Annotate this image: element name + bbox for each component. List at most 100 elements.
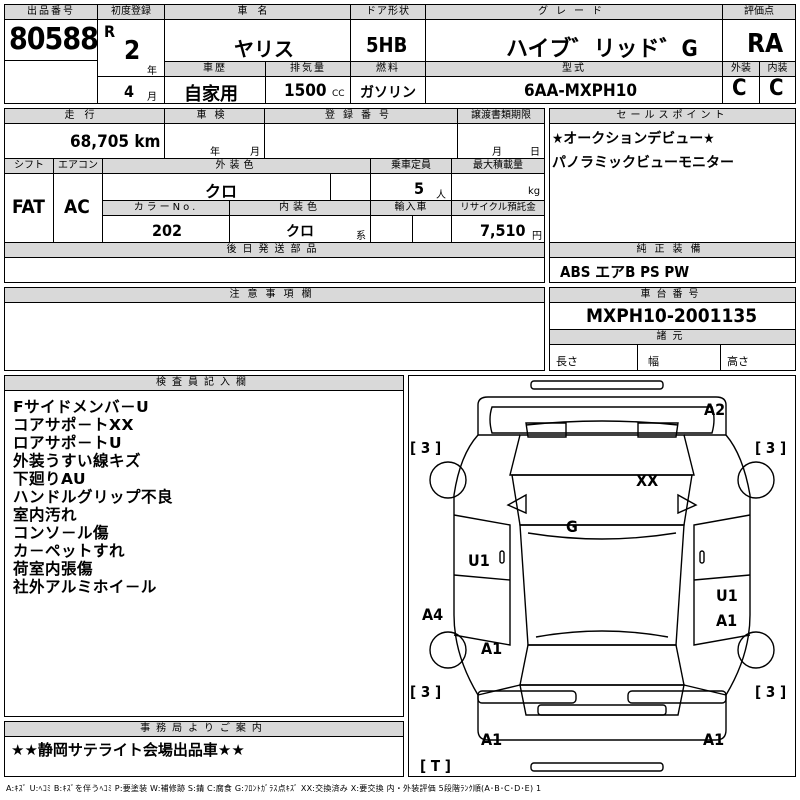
tire-tr: [ 3 ] <box>755 439 787 457</box>
mark-a1-bottom-left: A1 <box>481 730 503 749</box>
inspector-line: Fサイドメンバ－U <box>13 398 150 416</box>
tire-tl: [ 3 ] <box>410 439 442 457</box>
displacement-unit: CC <box>332 89 345 99</box>
inspector-line: 下廻りAU <box>13 470 87 488</box>
mark-a1-bottom-right: A1 <box>703 730 725 749</box>
length-label: 長さ <box>556 355 578 368</box>
mileage-label: 走行 <box>5 109 164 124</box>
office-block: 事務局よりご案内 ★★静岡サテライト会場出品車★★ <box>4 721 404 777</box>
width-label: 幅 <box>648 355 659 368</box>
score: RA <box>747 29 784 59</box>
inspector-block: 検査員記入欄 Fサイドメンバ－U コアサポ－トXX ロアサポ－トU 外装うすい線… <box>4 375 404 717</box>
recycle: 7,510 <box>480 221 526 240</box>
mark-g: G <box>566 517 578 536</box>
header-block <box>4 4 796 104</box>
transfer-month-unit: 月 <box>492 147 502 158</box>
mark-a1-left-mid: A1 <box>481 639 503 658</box>
ac-label: エアコン <box>54 159 102 174</box>
inspection-label: 車検 <box>165 109 264 124</box>
era: R <box>104 22 116 41</box>
history: 自家用 <box>184 84 238 105</box>
interior-label: 内装 <box>760 62 795 77</box>
model-label: 型式 <box>426 62 722 77</box>
model: 6AA-MXPH10 <box>524 81 637 101</box>
inspector-line: 荷室内張傷 <box>13 560 94 578</box>
transfer-day-unit: 日 <box>530 147 540 158</box>
reg-month-unit: 月 <box>147 92 157 103</box>
inspector-line: ハンドルグリップ不良 <box>13 488 174 506</box>
ac: AC <box>64 196 90 218</box>
door-label: ドア形状 <box>351 5 425 20</box>
reg-year-unit: 年 <box>147 66 157 77</box>
tire-bl: [ 3 ] <box>410 683 442 701</box>
grade-label: グレード <box>426 5 722 20</box>
capacity-label: 乗車定員 <box>371 159 451 174</box>
score-label: 評価点 <box>723 5 795 20</box>
selling-point-2: パノラミックビューモニター <box>552 155 734 171</box>
reg-year: 2 <box>124 36 141 66</box>
caution-block <box>4 287 545 371</box>
registration-label: 登録番号 <box>265 109 457 124</box>
lot-label: 出品番号 <box>5 5 97 20</box>
displacement: 1500 <box>284 81 327 101</box>
max-load-unit: kg <box>528 186 541 197</box>
mark-u1-right: U1 <box>716 586 738 605</box>
color: クロ <box>205 182 238 201</box>
capacity: 5 <box>414 179 425 198</box>
fuel-label: 燃料 <box>351 62 425 77</box>
chassis-label: 車台番号 <box>550 288 795 303</box>
office-label: 事務局よりご案内 <box>5 722 403 737</box>
interior-color: クロ <box>286 224 314 240</box>
inspector-line: 外装うすい線キズ <box>13 452 142 470</box>
selling-points-block <box>549 108 796 283</box>
shift: FAT <box>12 196 45 218</box>
inspector-line: 社外アルミホイ－ル <box>13 578 157 596</box>
genuine-equipment: ABS エアB PS PW <box>560 263 690 281</box>
fuel: ガソリン <box>360 85 416 101</box>
inspection-month-unit: 月 <box>250 147 260 158</box>
mark-xx: XX <box>636 471 659 490</box>
color-label: 外装色 <box>103 159 370 174</box>
import-label: 輸入車 <box>371 201 451 216</box>
shift-label: シフト <box>5 159 53 174</box>
details-block <box>4 108 545 283</box>
first-reg-label: 初度登録 <box>98 5 164 20</box>
mark-a2: A2 <box>704 400 726 419</box>
legend: A:ｷｽﾞ U:ﾍｺﾐ B:ｷｽﾞを伴うﾍｺﾐ P:要塗装 W:補修跡 S:錆 … <box>6 784 542 793</box>
interior-grade: C <box>769 76 784 101</box>
lot-number: 80588 <box>9 22 99 57</box>
car-diagram <box>429 380 775 772</box>
exterior-grade: C <box>732 76 747 101</box>
car-name: ヤリス <box>234 37 294 61</box>
max-load-label: 最大積載量 <box>452 159 544 174</box>
exterior-label: 外装 <box>723 62 759 77</box>
car-name-label: 車名 <box>165 5 350 20</box>
reg-month: 4 <box>124 82 135 101</box>
recycle-label: リサイクル預託金 <box>452 201 544 216</box>
history-label: 車歴 <box>165 62 265 77</box>
inspector-line: コンソ－ル傷 <box>13 524 110 542</box>
inspector-label: 検査員記入欄 <box>5 376 403 391</box>
office-text: ★★静岡サテライト会場出品車★★ <box>11 741 245 759</box>
color-no-label: カラーNo. <box>103 201 229 216</box>
grade: ハイブ゛リッド゛G <box>506 37 698 62</box>
tire-br: [ 3 ] <box>755 683 787 701</box>
mark-a4: A4 <box>422 605 444 624</box>
selling-points-label: セールスポイント <box>550 109 795 124</box>
inspection-year-unit: 年 <box>210 147 220 158</box>
mark-a1-right-mid: A1 <box>716 611 738 630</box>
recycle-unit: 円 <box>532 231 542 242</box>
transfer-label: 譲渡書類期限 <box>458 109 544 124</box>
trunk-mark: [ T ] <box>420 757 451 775</box>
height-label: 高さ <box>727 355 749 368</box>
inspector-line: コアサポ－トXX <box>13 416 134 434</box>
interior-color-unit: 系 <box>356 231 366 242</box>
inspector-line: 室内汚れ <box>13 506 78 524</box>
chassis-number: MXPH10-2001135 <box>586 305 758 327</box>
car-diagram-panel <box>408 375 796 777</box>
inspector-line: カ－ペットすれ <box>13 542 126 560</box>
genuine-label: 純正装備 <box>550 243 795 258</box>
selling-point-1: ★オークションデビュー★ <box>552 131 715 147</box>
mileage: 68,705 km <box>70 132 161 152</box>
capacity-unit: 人 <box>436 190 446 201</box>
